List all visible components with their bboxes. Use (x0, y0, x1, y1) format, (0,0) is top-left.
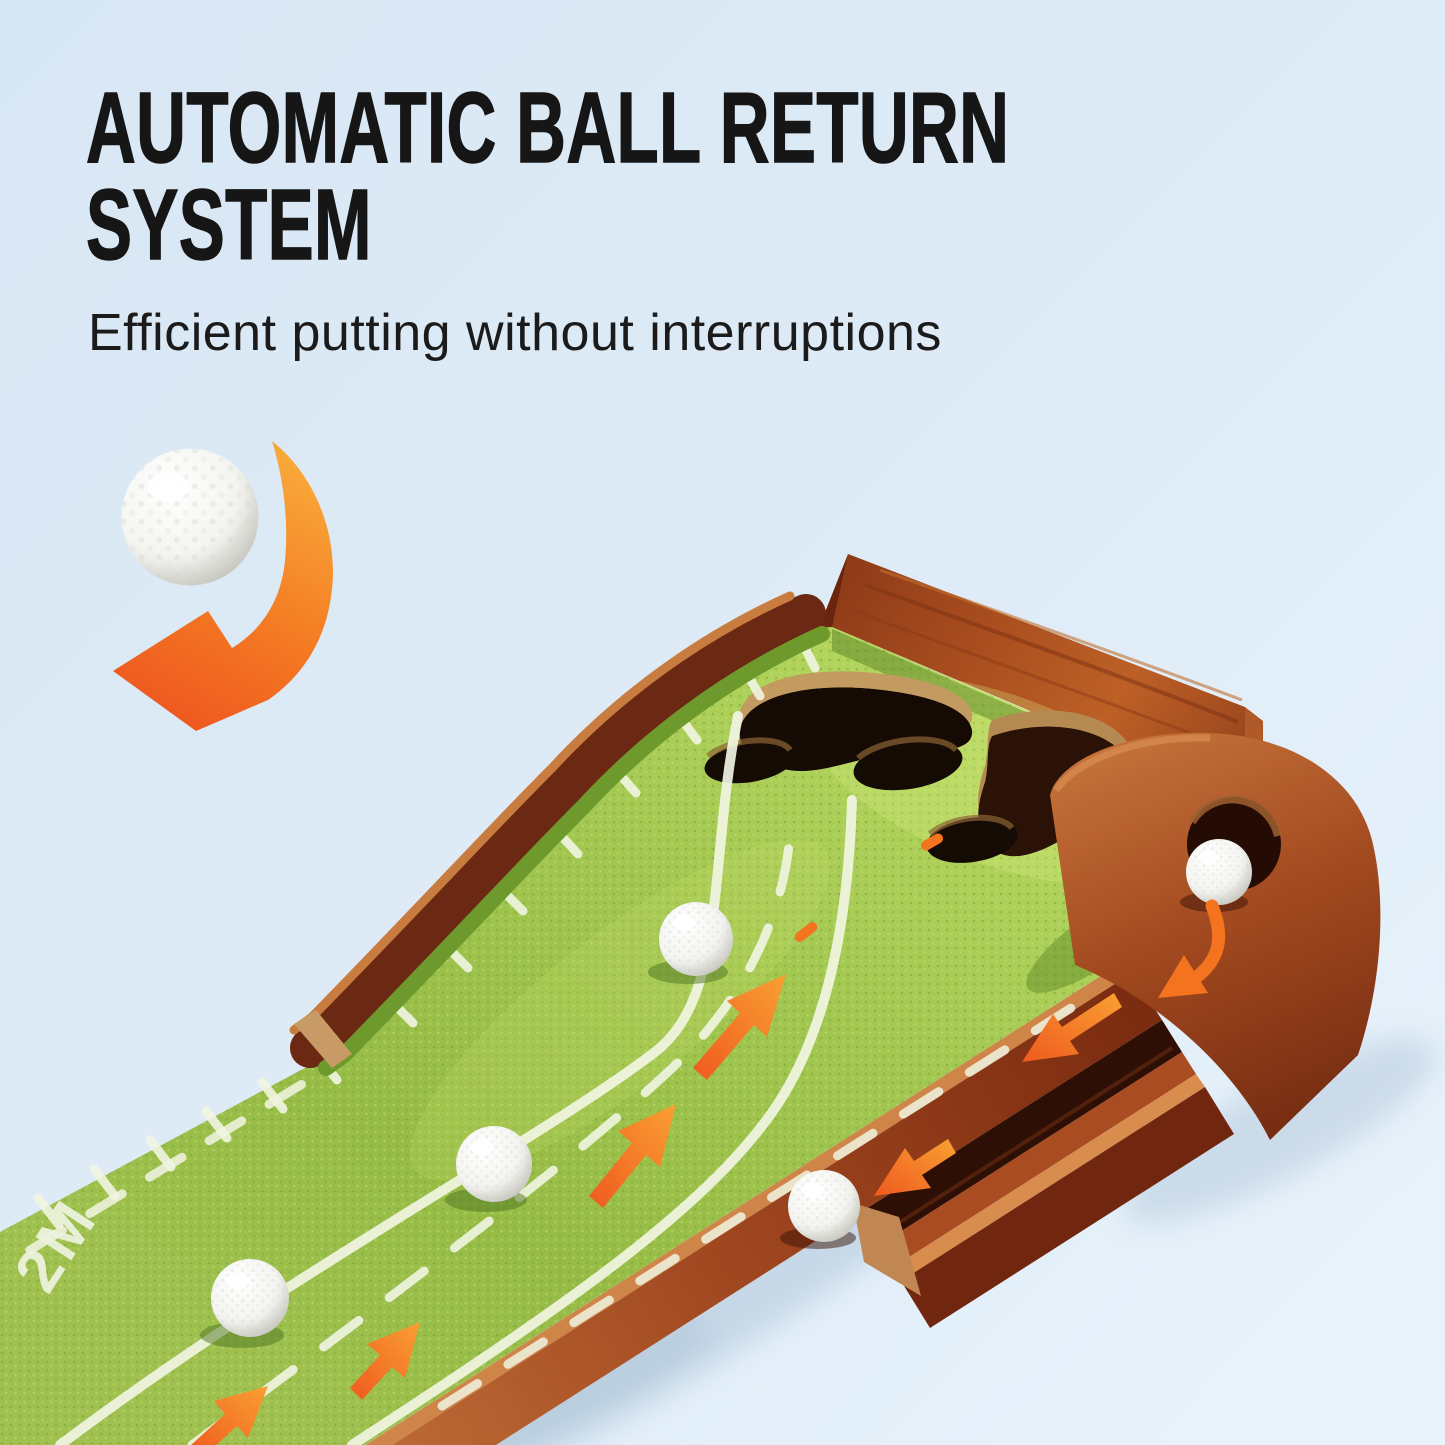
hole-round-3 (926, 814, 1018, 863)
left-rail (289, 591, 830, 1076)
drop-curve-arrow-icon (1158, 899, 1226, 998)
mat-direction-arrow-icon (589, 1104, 676, 1208)
mat-direction-arrow-icon (191, 1386, 268, 1445)
flow-arrows (191, 833, 1226, 1445)
track-return-arrow-icon (1022, 993, 1122, 1062)
mat-direction-arrow-icon (350, 1322, 420, 1400)
rail-end-cap (294, 1010, 352, 1068)
hole-round-2 (853, 736, 963, 791)
golf-ball (659, 902, 733, 976)
hero-graphic (113, 441, 333, 731)
headline-line2: SYSTEM (85, 169, 372, 281)
mat-direction-arrow-icon (693, 974, 786, 1080)
curved-return-arrow-icon (113, 441, 333, 731)
mat-dash-marker (920, 833, 944, 851)
headline-line1: AUTOMATIC BALL RETURN (85, 72, 1010, 184)
mat-dash-marker (794, 922, 818, 942)
subheadline: Efficient putting without interruptions (88, 304, 942, 362)
golf-ball-in-track (1186, 839, 1252, 905)
golf-ball-in-track (788, 1170, 860, 1242)
golf-balls (200, 839, 1252, 1348)
golf-ball-icon (121, 448, 259, 586)
ball-return-track (365, 961, 1234, 1445)
golf-ball (456, 1126, 532, 1202)
track-return-arrow-icon (874, 1139, 956, 1196)
track-end-cap (853, 1203, 921, 1296)
golf-ball (211, 1259, 289, 1337)
